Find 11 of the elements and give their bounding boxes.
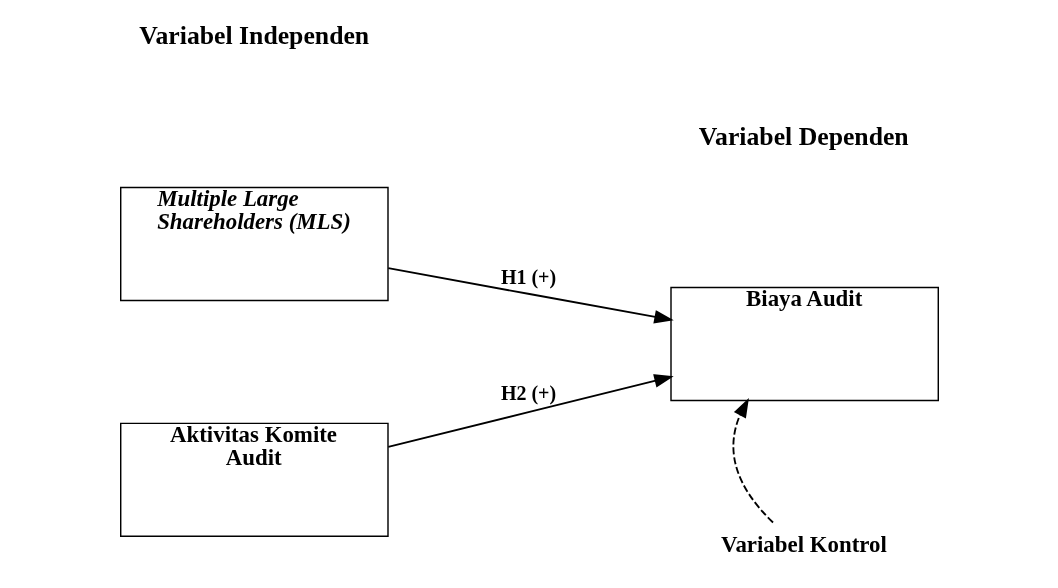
edge-label: H1 (+): [500, 266, 556, 289]
label: Variabel Independen: [138, 21, 369, 51]
edge-label: H2 (+): [500, 382, 556, 405]
label: Variabel Dependen: [698, 121, 909, 151]
arrow: [386, 267, 674, 324]
node-box: Aktivitas Komite Audit: [119, 422, 389, 537]
node-box: Biaya Audit: [669, 286, 939, 402]
arrow: [732, 398, 774, 524]
node-text: Variabel Kontrol: [720, 532, 887, 558]
arrow: [386, 374, 674, 448]
node-box: Multiple Large Shareholders (MLS): [119, 186, 389, 302]
